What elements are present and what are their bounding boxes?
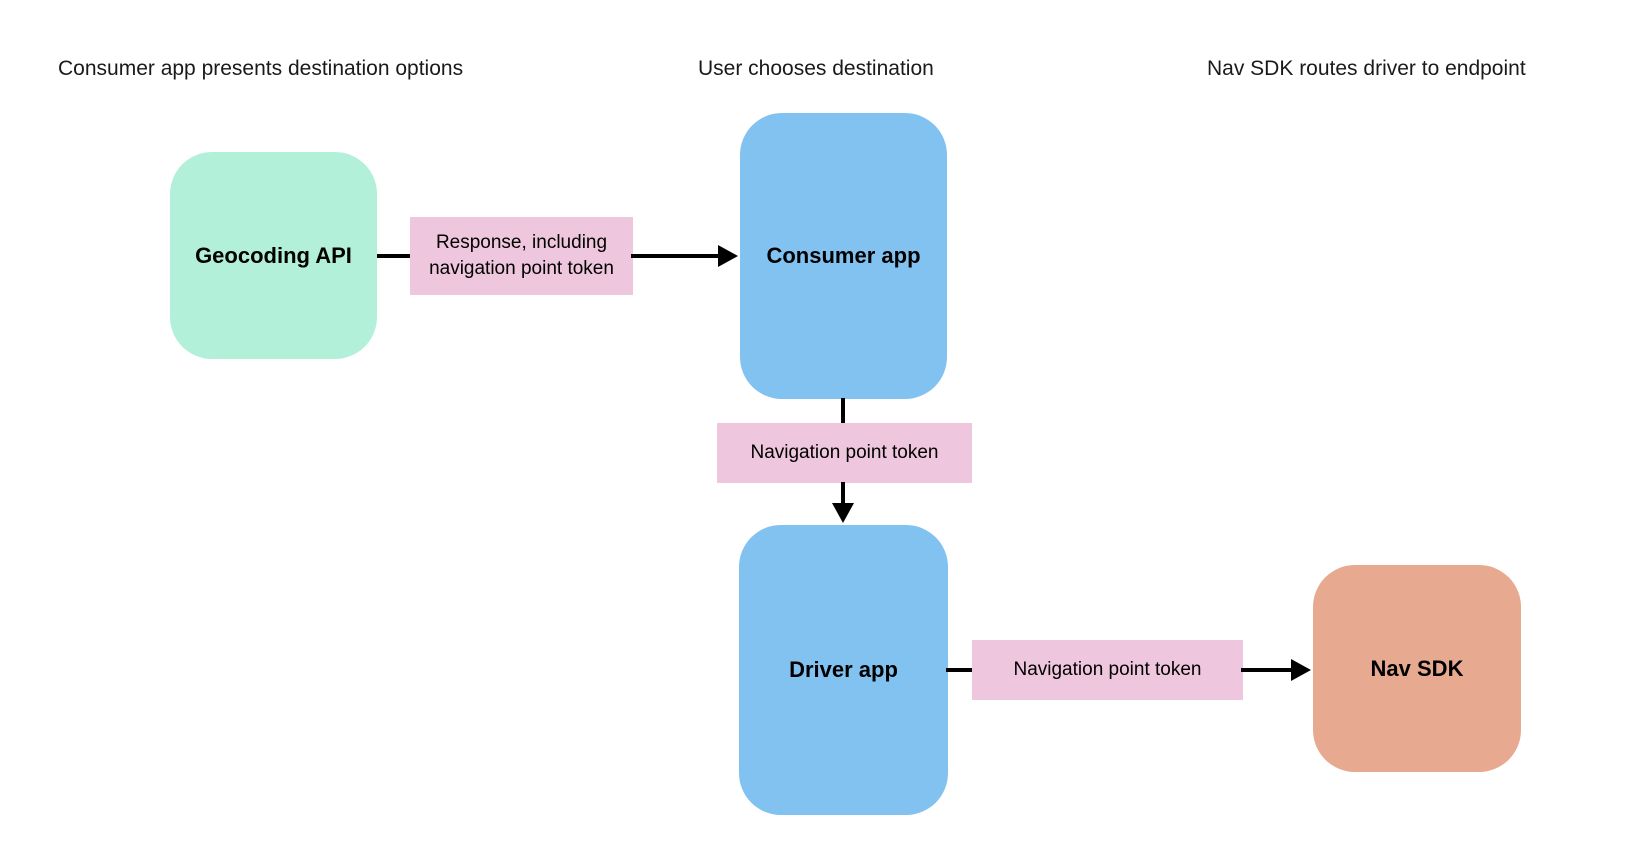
arrowhead-right-icon bbox=[718, 245, 738, 267]
edge-geocoding-to-consumer-line-end bbox=[631, 254, 721, 258]
edge-driver-to-navsdk-line-start bbox=[946, 668, 974, 672]
node-nav-sdk: Nav SDK bbox=[1313, 565, 1521, 772]
node-driver-app: Driver app bbox=[739, 525, 948, 815]
phase-header-consumer-presents: Consumer app presents destination option… bbox=[58, 57, 464, 80]
edge-geocoding-to-consumer-line-start bbox=[377, 254, 412, 258]
phase-header-navsdk-routes: Nav SDK routes driver to endpoint bbox=[1207, 57, 1526, 80]
edge-label-response-including-token: Response, including navigation point tok… bbox=[410, 217, 633, 295]
edge-driver-to-navsdk-line-end bbox=[1241, 668, 1295, 672]
node-geocoding-api: Geocoding API bbox=[170, 152, 377, 359]
edge-label-navigation-point-token-vertical: Navigation point token bbox=[717, 423, 972, 483]
edge-consumer-to-driver-line-start bbox=[841, 398, 845, 425]
arrowhead-right-icon bbox=[1291, 659, 1311, 681]
phase-header-user-chooses: User chooses destination bbox=[698, 57, 934, 80]
edge-label-navigation-point-token-horizontal: Navigation point token bbox=[972, 640, 1243, 700]
arrowhead-down-icon bbox=[832, 503, 854, 523]
edge-consumer-to-driver-line-end bbox=[841, 482, 845, 505]
node-consumer-app: Consumer app bbox=[740, 113, 947, 399]
